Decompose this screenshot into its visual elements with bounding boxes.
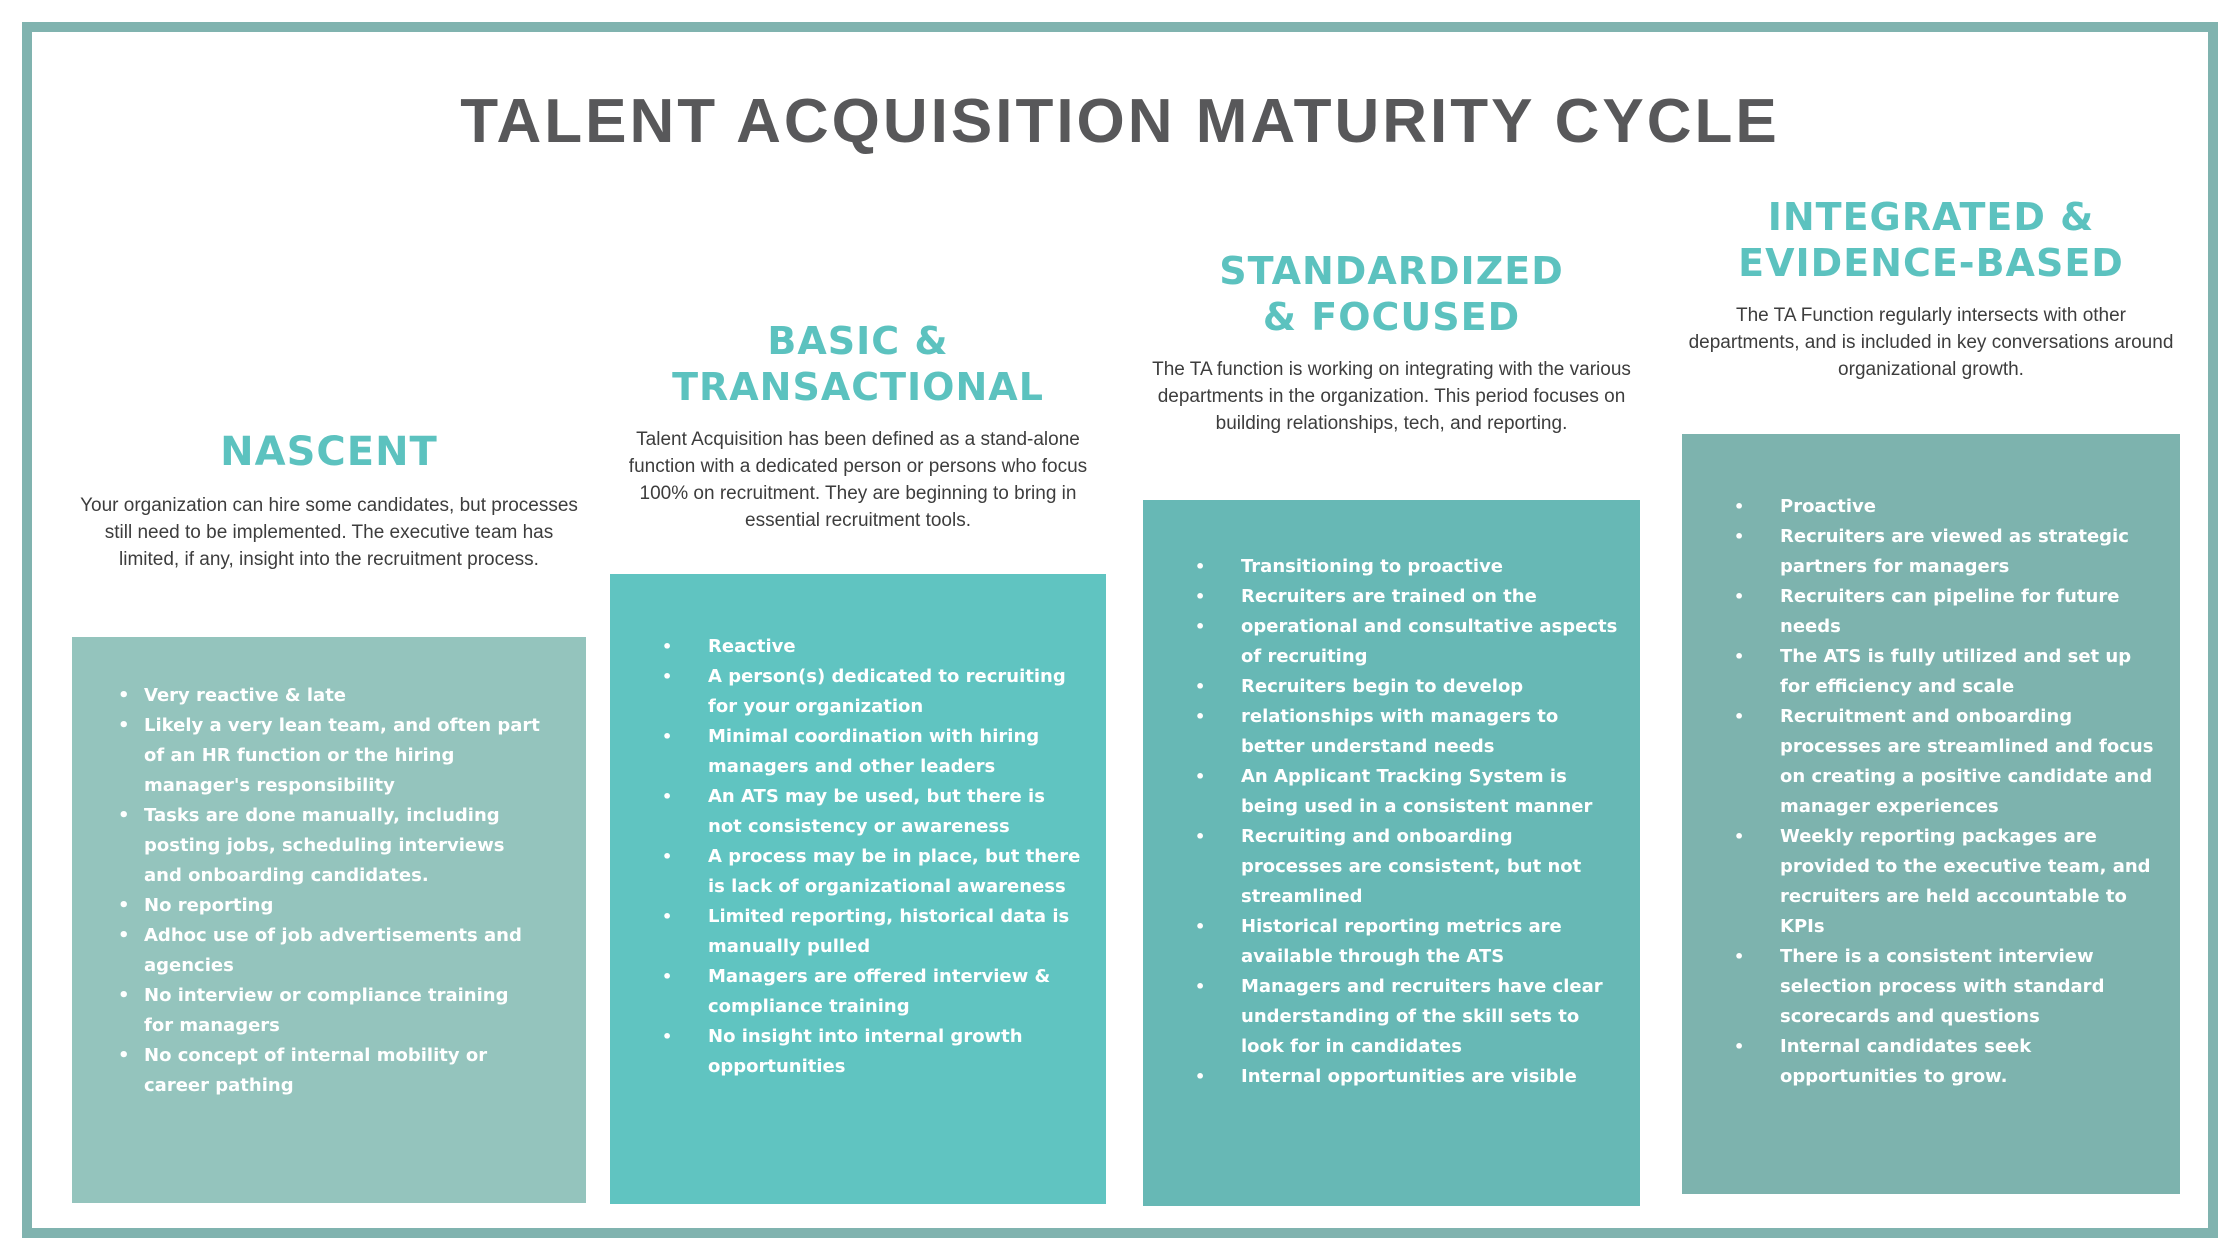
- bullet-item: A person(s) dedicated to recruiting for …: [646, 662, 1084, 722]
- column-nascent-bullet-box: Very reactive & late Likely a very lean …: [72, 637, 586, 1203]
- column-standardized-focused-title: STANDARDIZED & FOCUSED: [1219, 249, 1564, 340]
- column-integrated-evidence-based: INTEGRATED & EVIDENCE-BASED The TA Funct…: [1682, 194, 2180, 384]
- bullet-item: No insight into internal growth opportun…: [646, 1022, 1084, 1082]
- bullet-item: Adhoc use of job advertisements and agen…: [114, 921, 540, 981]
- bullet-item: Minimal coordination with hiring manager…: [646, 722, 1084, 782]
- bullet-item: An Applicant Tracking System is being us…: [1179, 762, 1618, 822]
- bullet-item: Recruiters are viewed as strategic partn…: [1718, 522, 2158, 582]
- bullet-item: Managers and recruiters have clear under…: [1179, 972, 1618, 1062]
- bullet-list: Reactive A person(s) dedicated to recrui…: [646, 632, 1084, 1082]
- bullet-item: Recruiters can pipeline for future needs: [1718, 582, 2158, 642]
- column-nascent-description: Your organization can hire some candidat…: [80, 494, 578, 570]
- column-basic-transactional-description: Talent Acquisition has been defined as a…: [628, 428, 1088, 531]
- bullet-item: No concept of internal mobility or caree…: [114, 1041, 540, 1101]
- bullet-item: Managers are offered interview & complia…: [646, 962, 1084, 1022]
- bullet-item: There is a consistent interview selectio…: [1718, 942, 2158, 1032]
- bullet-item: An ATS may be used, but there is not con…: [646, 782, 1084, 842]
- bullet-item: Internal candidates seek opportunities t…: [1718, 1032, 2158, 1092]
- bullet-item: Weekly reporting packages are provided t…: [1718, 822, 2158, 942]
- column-standardized-focused: STANDARDIZED & FOCUSED The TA function i…: [1143, 248, 1640, 438]
- bullet-item: Recruiters are trained on the: [1179, 582, 1618, 612]
- bullet-item: Tasks are done manually, including posti…: [114, 801, 540, 891]
- bullet-item: Recruitment and onboarding processes are…: [1718, 702, 2158, 822]
- column-nascent: NASCENT Your organization can hire some …: [72, 428, 586, 574]
- column-basic-transactional-title: BASIC & TRANSACTIONAL: [672, 319, 1044, 410]
- bullet-item: Historical reporting metrics are availab…: [1179, 912, 1618, 972]
- column-basic-transactional-bullet-box: Reactive A person(s) dedicated to recrui…: [610, 574, 1106, 1204]
- bullet-item: relationships with managers to better un…: [1179, 702, 1618, 762]
- bullet-item: Very reactive & late: [114, 681, 540, 711]
- bullet-list: Very reactive & late Likely a very lean …: [114, 681, 540, 1101]
- column-standardized-focused-description: The TA function is working on integratin…: [1152, 358, 1631, 434]
- bullet-item: Limited reporting, historical data is ma…: [646, 902, 1084, 962]
- bullet-item: Recruiting and onboarding processes are …: [1179, 822, 1618, 912]
- bullet-item: Likely a very lean team, and often part …: [114, 711, 540, 801]
- bullet-list: Proactive Recruiters are viewed as strat…: [1718, 492, 2158, 1092]
- bullet-item: No reporting: [114, 891, 540, 921]
- bullet-item: operational and consultative aspects of …: [1179, 612, 1618, 672]
- column-integrated-evidence-based-bullet-box: Proactive Recruiters are viewed as strat…: [1682, 434, 2180, 1194]
- column-basic-transactional: BASIC & TRANSACTIONAL Talent Acquisition…: [610, 318, 1106, 535]
- bullet-item: Reactive: [646, 632, 1084, 662]
- column-standardized-focused-bullet-box: Transitioning to proactive Recruiters ar…: [1143, 500, 1640, 1206]
- column-integrated-evidence-based-description: The TA Function regularly intersects wit…: [1688, 304, 2174, 380]
- bullet-item: Proactive: [1718, 492, 2158, 522]
- bullet-list: Transitioning to proactive Recruiters ar…: [1179, 552, 1618, 1092]
- page-title: TALENT ACQUISITION MATURITY CYCLE: [460, 87, 1780, 156]
- bullet-item: Transitioning to proactive: [1179, 552, 1618, 582]
- bullet-item: The ATS is fully utilized and set up for…: [1718, 642, 2158, 702]
- column-nascent-title: NASCENT: [220, 429, 438, 475]
- bullet-item: Recruiters begin to develop: [1179, 672, 1618, 702]
- bullet-item: Internal opportunities are visible: [1179, 1062, 1618, 1092]
- column-integrated-evidence-based-title: INTEGRATED & EVIDENCE-BASED: [1738, 195, 2124, 286]
- bullet-item: A process may be in place, but there is …: [646, 842, 1084, 902]
- bullet-item: No interview or compliance training for …: [114, 981, 540, 1041]
